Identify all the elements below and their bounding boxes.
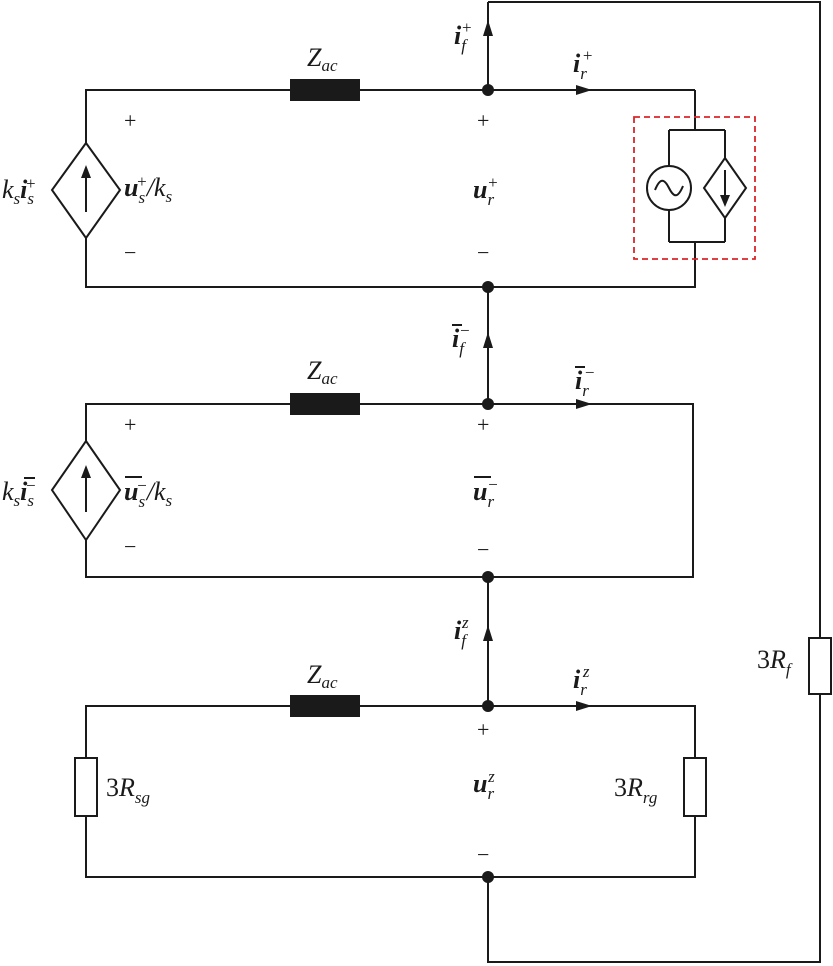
if-neg-arrow (483, 332, 493, 348)
pos-center-minus: − (477, 240, 489, 265)
neg-center-minus: − (477, 537, 489, 562)
pos-left-plus: + (124, 108, 136, 133)
node-pos-top (482, 84, 494, 96)
neg-ir-label: ir− (575, 363, 594, 400)
if-pos-arrow (483, 20, 493, 36)
node-zero-bottom (482, 871, 494, 883)
pos-ks-is-label: ksis+ (2, 174, 36, 208)
zero-ur-label: urz (473, 767, 495, 803)
ir-zero-arrow (576, 701, 592, 711)
load-equivalent (633, 116, 756, 260)
neg-ur-label: ur− (473, 475, 498, 511)
neg-if-label: if− (452, 321, 470, 358)
pos-if-label: if+ (454, 18, 472, 55)
r-f-resistor (808, 637, 832, 695)
ir-pos-arrow (576, 85, 592, 95)
zero-center-minus: − (477, 842, 489, 867)
neg-top-wire-right (85, 403, 694, 578)
pos-top-wire (85, 89, 290, 143)
zero-top-wire-right (360, 705, 696, 758)
r-rg-resistor (683, 757, 707, 817)
zero-if-label: ifz (454, 613, 469, 650)
zac-pos-label: Zac (307, 43, 338, 75)
zero-ir-label: irz (573, 662, 590, 699)
neg-left-plus: + (124, 412, 136, 437)
dashed-box (633, 116, 756, 260)
zero-top-wire (85, 705, 290, 758)
node-neg-top (482, 398, 494, 410)
node-pos-bottom (482, 281, 494, 293)
ir-neg-arrow (576, 399, 592, 409)
neg-us-ks-label: us−/ks (124, 476, 172, 511)
center-wire-bottom (487, 1, 821, 963)
zero-center-plus: + (477, 717, 489, 742)
zac-zero-label: Zac (307, 660, 338, 692)
zac-neg-label: Zac (307, 356, 338, 388)
neg-left-minus: − (124, 534, 136, 559)
wires (85, 1, 821, 963)
nodes (482, 84, 494, 883)
dep-source-pos (50, 141, 122, 240)
pos-us-ks-label: us+/ks (124, 172, 172, 207)
neg-ks-is-label: ksis− (2, 476, 36, 510)
pos-ur-label: ur+ (473, 173, 498, 209)
zac-pos-block (290, 79, 360, 101)
pos-left-minus: − (124, 240, 136, 265)
r-sg-resistor (74, 757, 98, 817)
neg-top-wire (85, 403, 290, 441)
if-arrows (483, 20, 493, 641)
pos-bottom-wire (85, 238, 696, 288)
zac-neg-block (290, 393, 360, 415)
r-sg-label: 3Rsg (106, 773, 150, 807)
ir-arrows (576, 85, 592, 711)
pos-ir-label: ir+ (573, 46, 592, 83)
zac-zero-block (290, 695, 360, 717)
dep-source-neg (50, 439, 122, 542)
if-zero-arrow (483, 625, 493, 641)
pos-center-plus: + (477, 108, 489, 133)
zero-bottom-wire (85, 816, 696, 878)
neg-center-plus: + (477, 412, 489, 437)
node-zero-top (482, 700, 494, 712)
r-f-label: 3Rf (757, 645, 793, 679)
node-neg-bottom (482, 571, 494, 583)
r-rg-label: 3Rrg (614, 773, 657, 807)
